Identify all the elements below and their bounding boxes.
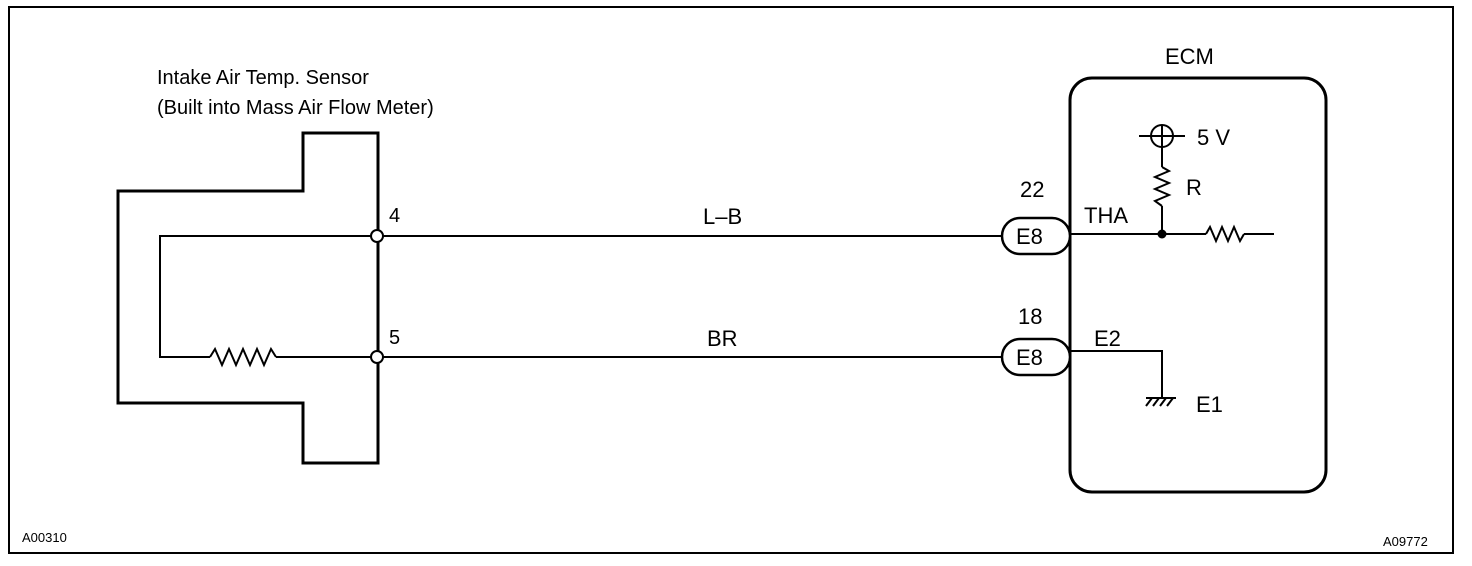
ecm-pullup-resistor — [1152, 166, 1172, 207]
ecm-box — [1068, 76, 1328, 494]
sensor-internal-wiring — [159, 235, 376, 368]
pin-4-label: 4 — [389, 205, 400, 227]
sensor-thermistor — [209, 346, 277, 368]
connector-top-code: E8 — [1016, 224, 1043, 249]
sensor-terminal-4 — [370, 229, 384, 243]
pin-5-label: 5 — [389, 327, 400, 349]
sensor-housing — [116, 131, 380, 465]
connector-top-pin: 22 — [1020, 177, 1044, 202]
connector-e8-top — [1000, 216, 1072, 256]
figure-code-right: A09772 — [1383, 534, 1428, 549]
sensor-title-line2: (Built into Mass Air Flow Meter) — [157, 97, 434, 119]
sensor-title-line1: Intake Air Temp. Sensor — [157, 67, 369, 89]
connector-bottom-pin: 18 — [1018, 304, 1042, 329]
e2-ground-wire — [1070, 350, 1163, 398]
ecm-title: ECM — [1165, 44, 1214, 69]
tha-label: THA — [1084, 203, 1128, 228]
sensor-terminal-5 — [370, 350, 384, 364]
resistor-r-label: R — [1186, 175, 1202, 200]
diagram-frame — [8, 6, 1454, 554]
ecm-internal-circuit — [1070, 124, 1274, 407]
wire-br-label: BR — [707, 326, 738, 351]
e2-label: E2 — [1094, 326, 1121, 351]
e1-label: E1 — [1196, 392, 1223, 417]
supply-5v-label: 5 V — [1197, 125, 1230, 150]
connector-bottom-code: E8 — [1016, 345, 1043, 370]
wire-l-b-label: L–B — [703, 204, 742, 229]
tha-junction-dot — [1157, 229, 1167, 239]
figure-code-left: A00310 — [22, 530, 67, 545]
connector-e8-bottom — [1000, 337, 1072, 377]
ecm-output-resistor — [1205, 224, 1245, 244]
